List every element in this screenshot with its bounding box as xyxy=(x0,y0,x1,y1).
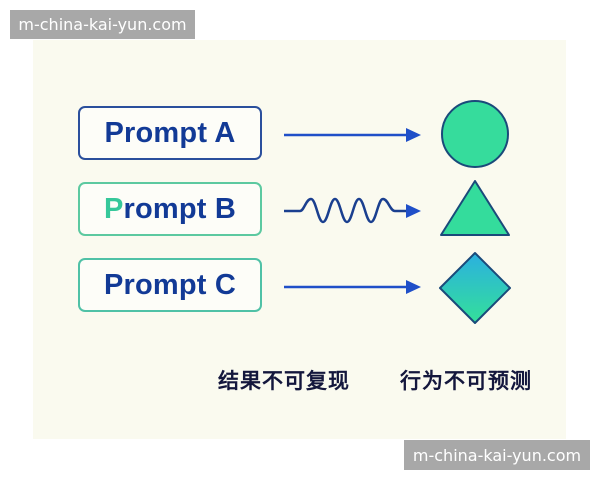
prompt-a-box: Prompt A xyxy=(78,106,262,160)
arrow-b-wavy-icon xyxy=(284,197,421,224)
watermark-bottom: m-china-kai-yun.com xyxy=(404,440,590,470)
prompt-c-label: Prompt C xyxy=(103,268,237,301)
arrow-c-straight-icon xyxy=(284,280,421,294)
watermark-top: m-china-kai-yun.com xyxy=(10,10,195,39)
prompt-a-label: Prompt A xyxy=(104,116,236,149)
prompt-b-label-rest: rompt B xyxy=(123,192,237,225)
prompt-c-box: Prompt C xyxy=(78,258,262,312)
prompt-b-first-letter: P xyxy=(103,192,124,225)
diamond-shape-icon xyxy=(439,252,511,324)
arrow-a-straight-icon xyxy=(284,128,421,142)
circle-shape-icon xyxy=(441,100,509,168)
triangle-shape-icon xyxy=(440,180,510,236)
caption-unpredictable: 行为不可预测 xyxy=(400,369,532,393)
caption-not-reproducible: 结果不可复现 xyxy=(218,369,350,393)
